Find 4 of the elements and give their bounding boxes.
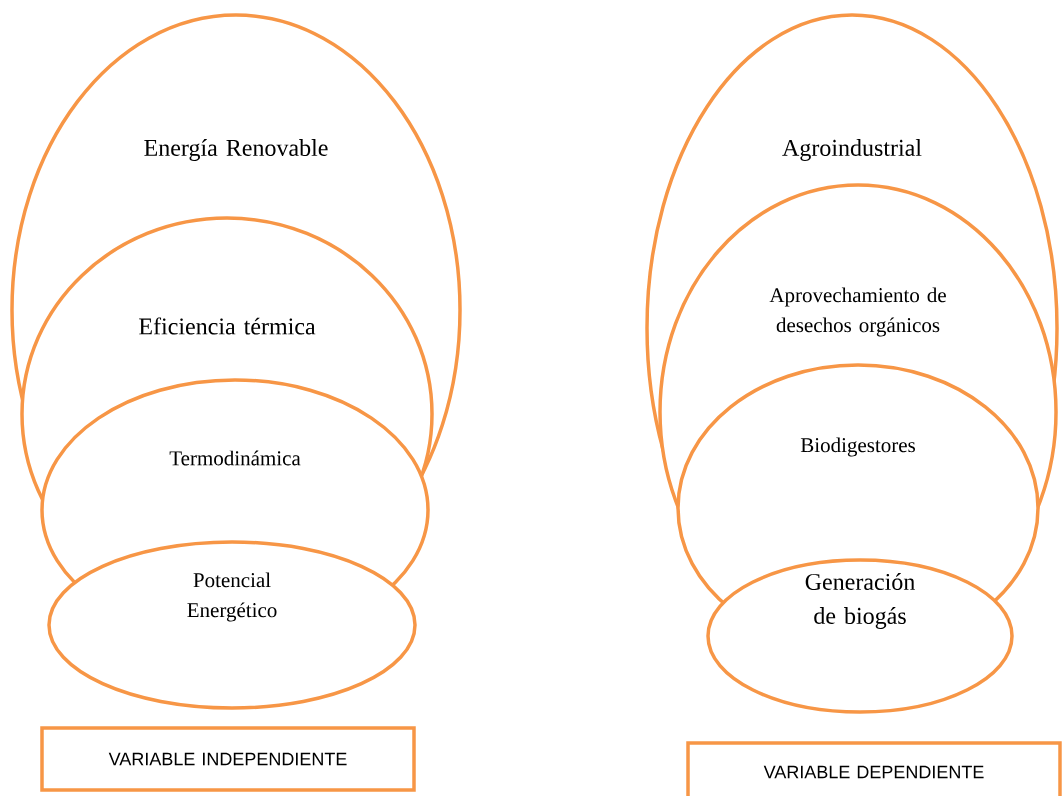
label-box: VARIABLE DEPENDIENTE bbox=[686, 741, 1062, 796]
node-label: Aprovechamiento de desechos orgánicos bbox=[769, 287, 946, 337]
label-box: VARIABLE INDEPENDIENTE bbox=[40, 726, 416, 792]
node-label: Biodigestores bbox=[800, 437, 916, 457]
